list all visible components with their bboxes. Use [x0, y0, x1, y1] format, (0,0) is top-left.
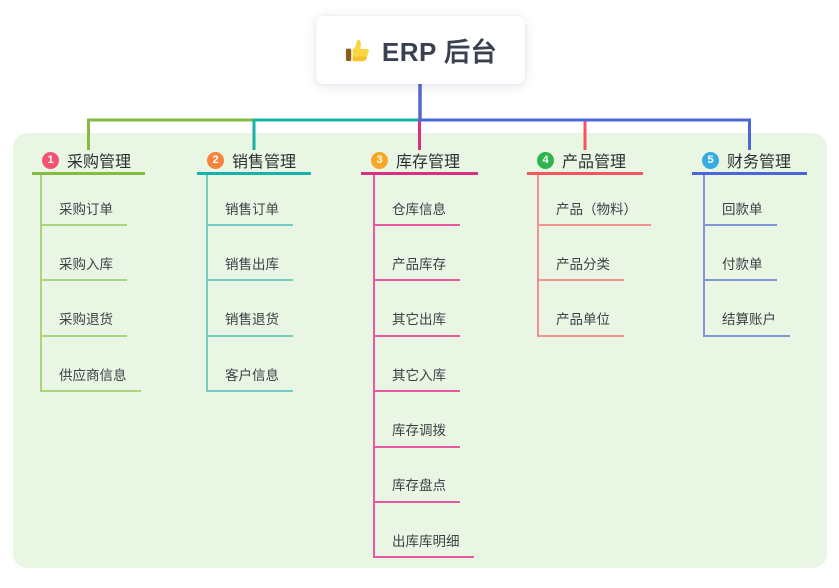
leaf-node[interactable]: 出库库明细: [375, 503, 474, 559]
leaf-node[interactable]: 库存调拨: [375, 392, 460, 448]
branch-subtree: 产品（物料） 产品分类产品单位: [537, 175, 651, 337]
leaf-node[interactable]: 仓库信息: [375, 175, 460, 226]
leaf-node[interactable]: 供应商信息: [42, 337, 141, 393]
branch-number-badge: 1: [42, 151, 59, 169]
thumbs-up-icon: [345, 39, 369, 61]
leaf-node-label: 结算账户: [722, 312, 776, 328]
leaf-node[interactable]: 结算账户: [705, 281, 790, 337]
leaf-node[interactable]: 采购订单: [42, 175, 127, 226]
leaf-node[interactable]: 付款单: [705, 226, 777, 282]
leaf-node-label: 其它出库: [392, 312, 446, 328]
branch-node-title[interactable]: 1 采购管理: [32, 151, 145, 175]
branch-node-title[interactable]: 2 销售管理: [197, 151, 311, 175]
leaf-node[interactable]: 采购入库: [42, 226, 127, 282]
leaf-node-label: 客户信息: [225, 367, 279, 383]
branch-number-badge: 5: [702, 151, 719, 169]
leaf-node[interactable]: 销售退货: [208, 281, 293, 337]
leaf-node-label: 采购入库: [59, 256, 113, 272]
leaf-node-label: 库存调拨: [392, 423, 446, 439]
leaf-node-label: 产品单位: [556, 312, 610, 328]
leaf-node-label: 销售订单: [225, 201, 279, 217]
branch-subtree: 销售订单销售出库销售退货客户信息: [206, 175, 311, 393]
leaf-node-label: 仓库信息: [392, 201, 446, 217]
root-node-label: ERP 后台: [381, 36, 498, 67]
branch-title-label: 销售管理: [232, 154, 297, 171]
branch-subtree: 回款单付款单结算账户: [703, 175, 807, 337]
leaf-node-label: 付款单: [722, 256, 763, 272]
leaf-node[interactable]: 采购退货: [42, 281, 127, 337]
leaf-node[interactable]: 库存盘点: [375, 448, 460, 503]
leaf-node-label: 产品分类: [556, 256, 610, 272]
mindmap-panel: [13, 133, 827, 568]
branch-node-title[interactable]: 3 库存管理: [361, 151, 478, 175]
leaf-node-label: 销售出库: [225, 256, 279, 272]
leaf-node-label: 采购退货: [59, 312, 113, 328]
branch-1: 1 采购管理采购订单采购入库采购退货供应商信息: [32, 151, 145, 393]
branch-subtree: 仓库信息产品库存其它出库其它入库库存调拨库存盘点出库库明细: [373, 175, 478, 559]
leaf-node[interactable]: 产品分类: [539, 226, 624, 282]
branch-subtree: 采购订单采购入库采购退货供应商信息: [40, 175, 145, 393]
branch-number-badge: 3: [371, 151, 388, 169]
leaf-node[interactable]: 客户信息: [208, 337, 293, 393]
root-node[interactable]: ERP 后台: [316, 16, 525, 84]
leaf-node[interactable]: 销售订单: [208, 175, 293, 226]
leaf-node[interactable]: 产品库存: [375, 226, 460, 282]
branch-title-label: 产品管理: [562, 154, 627, 171]
leaf-node-label: 产品库存: [392, 256, 446, 272]
leaf-node-label: 销售退货: [225, 312, 279, 328]
leaf-node-label: 产品（物料）: [556, 201, 637, 217]
leaf-node[interactable]: 销售出库: [208, 226, 293, 282]
branch-3: 3 库存管理仓库信息产品库存其它出库其它入库库存调拨库存盘点出库库明细: [361, 151, 478, 559]
branch-node-title[interactable]: 5 财务管理: [692, 151, 807, 175]
leaf-node[interactable]: 回款单: [705, 175, 777, 226]
branch-4: 4 产品管理产品（物料） 产品分类产品单位: [527, 151, 651, 337]
branch-5: 5 财务管理回款单付款单结算账户: [692, 151, 807, 337]
leaf-node[interactable]: 其它入库: [375, 337, 460, 393]
leaf-node[interactable]: 产品（物料）: [539, 175, 651, 226]
branch-title-label: 采购管理: [67, 154, 132, 171]
leaf-node[interactable]: 产品单位: [539, 281, 624, 337]
leaf-node-label: 库存盘点: [392, 478, 446, 494]
branch-title-label: 财务管理: [727, 154, 792, 171]
leaf-node[interactable]: 其它出库: [375, 281, 460, 337]
branch-number-badge: 2: [207, 151, 224, 169]
leaf-node-label: 其它入库: [392, 367, 446, 383]
leaf-node-label: 采购订单: [59, 201, 113, 217]
leaf-node-label: 回款单: [722, 201, 763, 217]
branch-title-label: 库存管理: [396, 154, 461, 171]
branch-2: 2 销售管理销售订单销售出库销售退货客户信息: [197, 151, 311, 393]
leaf-node-label: 出库库明细: [392, 533, 460, 549]
leaf-node-label: 供应商信息: [59, 367, 127, 383]
branch-number-badge: 4: [537, 151, 554, 169]
branch-node-title[interactable]: 4 产品管理: [527, 151, 643, 175]
